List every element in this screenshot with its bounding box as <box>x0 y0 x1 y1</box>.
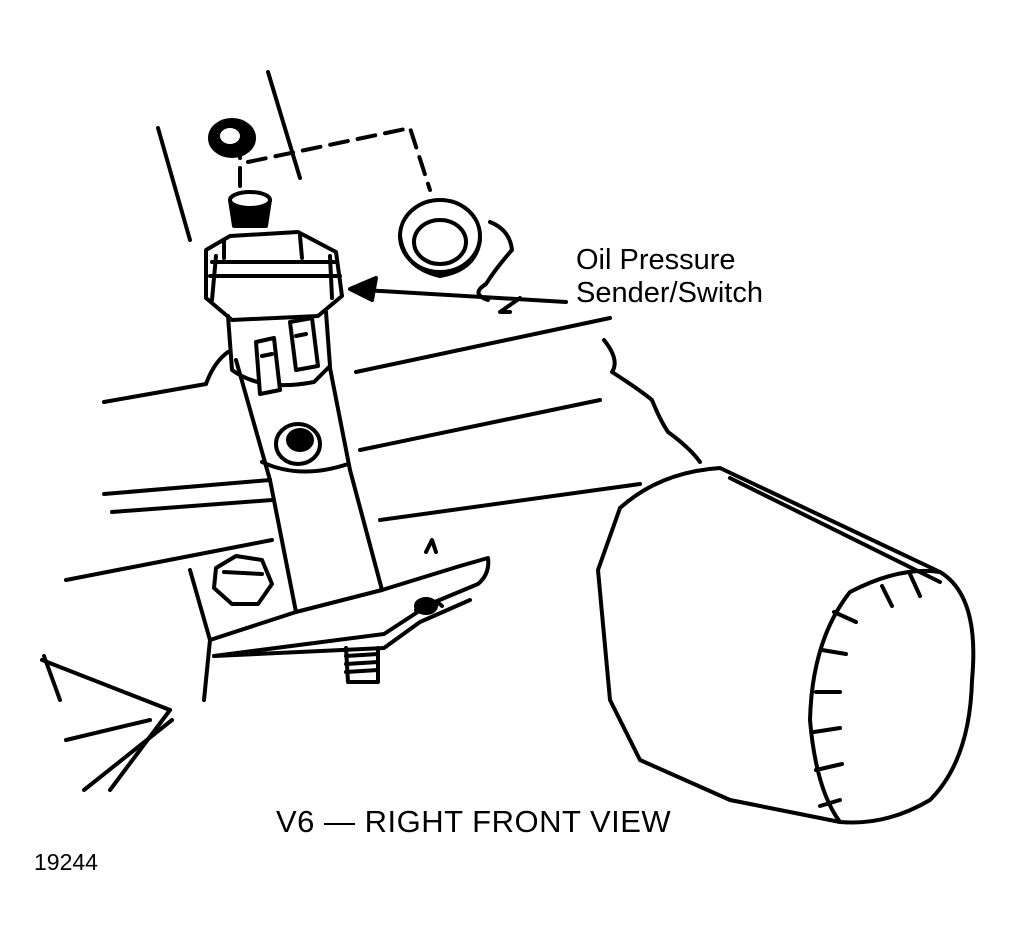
threaded-stud <box>344 646 380 684</box>
top-plug <box>208 118 256 158</box>
view-caption: V6 — RIGHT FRONT VIEW <box>276 804 672 839</box>
figure-number: 19244 <box>34 849 98 875</box>
mounting-bracket <box>208 538 491 658</box>
engine-block-lines <box>40 70 702 792</box>
adapter-tube <box>234 358 384 614</box>
mounting-port <box>398 198 482 278</box>
callout-line-2: Sender/Switch <box>576 277 763 309</box>
oil-pressure-sender <box>204 190 344 396</box>
alignment-dashed-line <box>238 126 432 202</box>
sender-callout-label: Oil Pressure Sender/Switch <box>576 244 763 310</box>
callout-line-1: Oil Pressure <box>576 244 736 276</box>
oil-filter <box>596 466 976 825</box>
mounting-bolt <box>212 554 274 606</box>
callout-leader-arrow <box>348 276 568 304</box>
